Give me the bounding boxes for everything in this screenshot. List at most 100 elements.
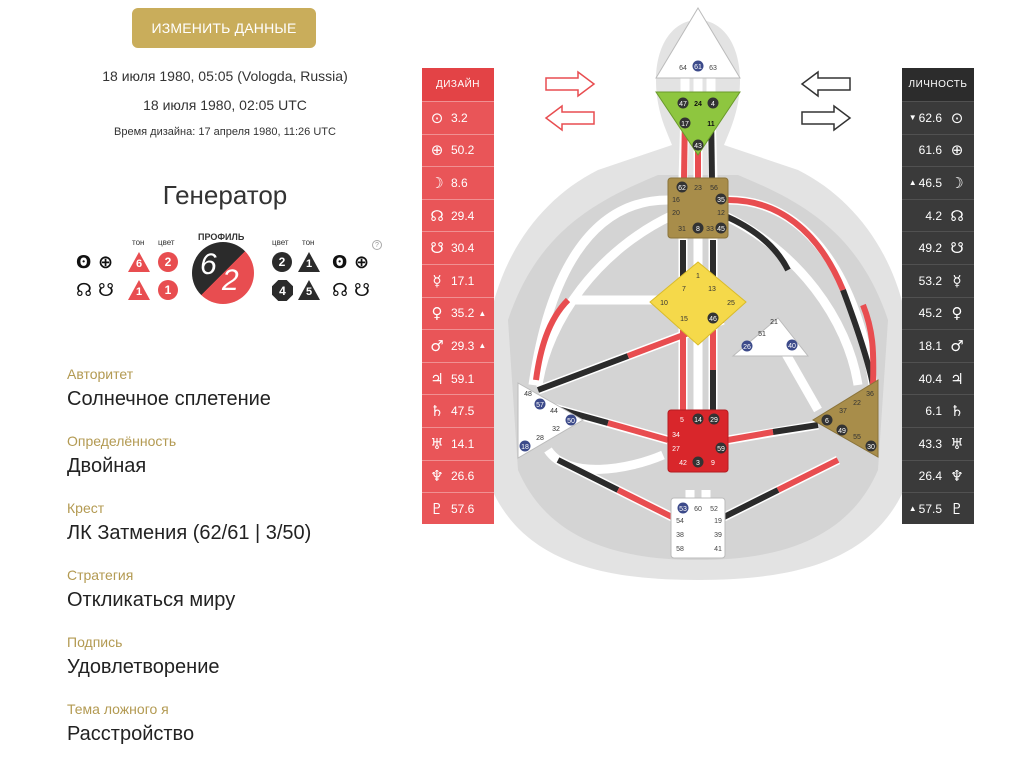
gate-39: 39 — [714, 532, 722, 539]
personality-tone-badge: 1 — [298, 252, 320, 272]
design-row-moon[interactable]: ☽8.6 — [422, 166, 494, 199]
gate-19: 19 — [714, 518, 722, 525]
gate-9: 9 — [711, 460, 715, 467]
gate-37: 37 — [839, 408, 847, 415]
design-row-earth[interactable]: ⊕50.2 — [422, 133, 494, 167]
definition-label: Определённость — [67, 433, 177, 449]
design-row-south-node[interactable]: ☋30.4 — [422, 231, 494, 264]
design-row-pluto[interactable]: ♇57.6 — [422, 492, 494, 525]
triangle-icon — [298, 252, 320, 272]
help-icon[interactable]: ? — [372, 240, 382, 250]
saturn-icon: ♄ — [950, 402, 964, 421]
gate-4: 4 — [711, 101, 715, 108]
design-row-venus[interactable]: ♀35.2▲ — [422, 296, 494, 330]
design-tone-badge: 6 — [128, 252, 150, 272]
gate-21: 21 — [770, 319, 778, 326]
authority-value: Солнечное сплетение — [67, 388, 271, 410]
personality-header: ЛИЧНОСТЬ — [902, 68, 974, 101]
north-node-icon: ☊ — [430, 206, 444, 225]
saturn-icon: ♄ — [430, 402, 444, 421]
definition-block: Определённость Двойная — [67, 433, 397, 478]
ajna-center — [655, 91, 741, 156]
gate-8: 8 — [696, 226, 700, 233]
jupiter-icon: ♃ — [950, 369, 964, 388]
personality-arrows — [800, 70, 852, 132]
gate-56: 56 — [710, 185, 718, 192]
personality-row-north-node[interactable]: 4.2☊ — [902, 198, 974, 232]
design-row-uranus[interactable]: ♅14.1 — [422, 426, 494, 460]
design-row-neptune[interactable]: ♆26.6 — [422, 459, 494, 493]
gate-5: 5 — [680, 417, 684, 424]
gate-28: 28 — [536, 435, 544, 442]
design-row-north-node[interactable]: ☊29.4 — [422, 198, 494, 232]
personality-row-mercury[interactable]: 53.2☿ — [902, 263, 974, 297]
bodygraph-chart: 64 61 63 47 24 4 17 11 43 62 23 56 16 35… — [488, 7, 908, 580]
personality-row-south-node[interactable]: 49.2☋ — [902, 231, 974, 264]
south-node-icon: ☋ — [950, 239, 964, 258]
uranus-icon: ♅ — [430, 434, 444, 453]
throat-center — [667, 177, 729, 239]
gate-10: 10 — [660, 300, 668, 307]
earth-icon: ⊕ — [354, 252, 370, 273]
personality-row-mars[interactable]: 18.1♂ — [902, 329, 974, 362]
arrow-left-icon — [800, 70, 851, 98]
gate-6: 6 — [825, 418, 829, 425]
personality-row-earth[interactable]: 61.6⊕ — [902, 133, 974, 167]
birth-local-time: 18 июля 1980, 05:05 (Vologda, Russia) — [102, 68, 348, 84]
gate-44: 44 — [550, 408, 558, 415]
gate-22: 22 — [853, 400, 861, 407]
earth-icon: ⊕ — [98, 252, 114, 273]
personality-row-moon[interactable]: ▲46.5☽ — [902, 166, 974, 199]
gate-18: 18 — [521, 444, 529, 451]
gate-33: 33 — [706, 226, 714, 233]
venus-icon: ♀ — [951, 304, 963, 323]
moon-icon: ☽ — [950, 173, 964, 192]
gate-36: 36 — [866, 391, 874, 398]
jupiter-icon: ♃ — [430, 369, 444, 388]
gate-59: 59 — [717, 446, 725, 453]
personality-row-jupiter[interactable]: 40.4♃ — [902, 361, 974, 395]
personality-row-venus[interactable]: 45.2♀ — [902, 296, 974, 330]
gate-52: 52 — [710, 506, 718, 513]
signature-block: Подпись Удовлетворение — [67, 634, 397, 679]
personality-row-neptune[interactable]: 26.4♆ — [902, 459, 974, 493]
not-self-block: Тема ложного я Расстройство — [67, 701, 397, 746]
edit-data-button[interactable]: ИЗМЕНИТЬ ДАННЫЕ — [132, 8, 316, 48]
design-row-saturn[interactable]: ♄47.5 — [422, 394, 494, 427]
sacral-center — [667, 409, 729, 473]
design-row-jupiter[interactable]: ♃59.1 — [422, 361, 494, 395]
profile-circle: 6 2 — [192, 242, 254, 304]
personality-row-uranus[interactable]: 43.3♅ — [902, 426, 974, 460]
gate-61: 61 — [694, 64, 702, 71]
gate-30: 30 — [867, 444, 875, 451]
profile-line-1: 6 — [200, 248, 217, 281]
color-label: цвет — [272, 238, 289, 247]
gate-61-marker — [692, 60, 704, 72]
not-self-value: Расстройство — [67, 723, 195, 745]
gate-62: 62 — [678, 185, 686, 192]
design-row-mars[interactable]: ♂29.3▲ — [422, 329, 494, 362]
gate-49: 49 — [838, 428, 846, 435]
south-node-icon: ☋ — [98, 280, 114, 301]
personality-row-saturn[interactable]: 6.1♄ — [902, 394, 974, 427]
gate-14: 14 — [694, 417, 702, 424]
gate-43: 43 — [694, 143, 702, 150]
gate-15: 15 — [680, 316, 688, 323]
personality-row-pluto[interactable]: ▲57.5♇ — [902, 492, 974, 525]
gate-11: 11 — [707, 121, 715, 128]
gate-55: 55 — [853, 434, 861, 441]
signature-value: Удовлетворение — [67, 656, 220, 678]
personality-row-sun[interactable]: ▼62.6⊙ — [902, 101, 974, 134]
triangle-icon — [128, 252, 150, 272]
arrow-left-icon — [544, 104, 595, 132]
profile-label: ПРОФИЛЬ — [198, 232, 245, 242]
signature-label: Подпись — [67, 634, 123, 650]
head-center — [655, 7, 741, 79]
gate-34: 34 — [672, 432, 680, 439]
mercury-icon: ☿ — [432, 271, 442, 290]
profile-panel: ʘ ⊕ ☊ ☋ тон цвет 6 2 1 1 ПРОФИЛЬ 6 2 цве… — [68, 228, 388, 318]
south-node-icon: ☋ — [430, 239, 444, 258]
design-row-mercury[interactable]: ☿17.1 — [422, 263, 494, 297]
design-row-sun[interactable]: ⊙3.2 — [422, 101, 494, 134]
g-center — [649, 261, 747, 346]
